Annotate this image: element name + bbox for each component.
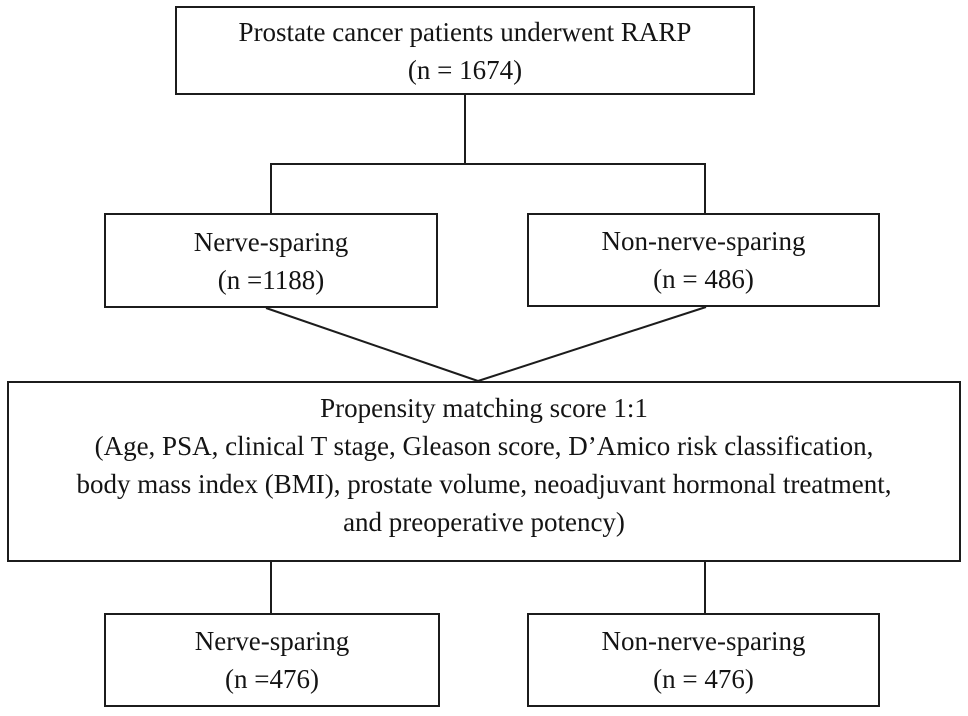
box-top-rarp-patients: Prostate cancer patients underwent RARP … — [175, 6, 755, 95]
box-non-nerve-sparing-matched: Non-nerve-sparing (n = 476) — [527, 613, 880, 707]
box-branch-right-title: Non-nerve-sparing — [601, 226, 806, 256]
connector-diagonal-left — [265, 307, 479, 382]
box-matching-covariates-2: body mass index (BMI), prostate volume, … — [76, 468, 892, 499]
box-nerve-sparing-matched: Nerve-sparing (n =476) — [104, 613, 440, 707]
box-branch-right-count: (n = 486) — [653, 264, 754, 294]
box-matched-left-count: (n =476) — [225, 664, 319, 694]
box-top-title: Prostate cancer patients underwent RARP — [238, 16, 692, 47]
connector-diagonal-right — [477, 306, 707, 382]
box-matched-right-title: Non-nerve-sparing — [601, 626, 806, 656]
box-matching-title: Propensity matching score 1:1 — [320, 392, 648, 423]
box-matched-right-count: (n = 476) — [653, 664, 754, 694]
box-matching-covariates-1: (Age, PSA, clinical T stage, Gleason sco… — [94, 430, 874, 461]
box-matching-covariates-3: and preoperative potency) — [343, 506, 625, 537]
box-branch-left-count: (n =1188) — [217, 264, 325, 295]
box-top-count: (n = 1674) — [407, 54, 523, 85]
box-matched-left-title: Nerve-sparing — [194, 626, 350, 656]
box-non-nerve-sparing-unmatched: Non-nerve-sparing (n = 486) — [527, 213, 880, 307]
box-branch-left-title: Nerve-sparing — [193, 226, 349, 257]
box-propensity-matching: Propensity matching score 1:1 (Age, PSA,… — [7, 381, 961, 562]
box-nerve-sparing-unmatched: Nerve-sparing (n =1188) — [104, 213, 438, 308]
